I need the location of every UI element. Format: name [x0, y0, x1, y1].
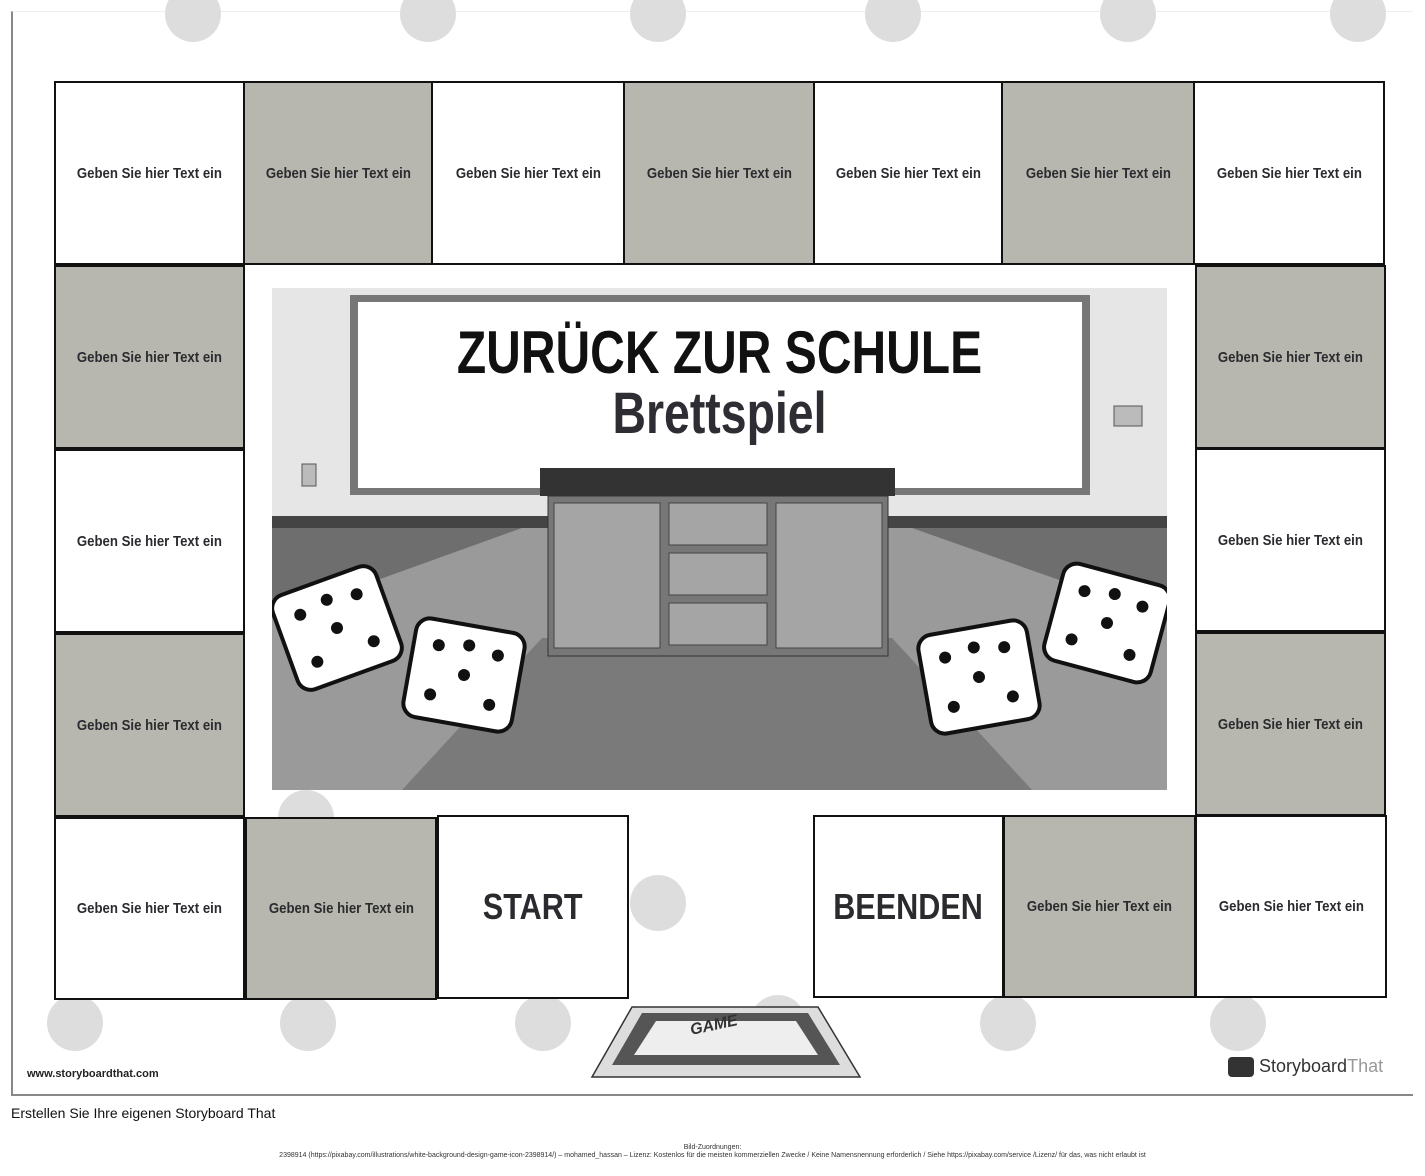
board-space[interactable]: Geben Sie hier Text ein — [623, 81, 815, 265]
background-dot — [280, 995, 336, 1051]
dice-icon — [916, 618, 1042, 736]
board-space[interactable]: Geben Sie hier Text ein — [54, 817, 245, 1000]
space-label: Geben Sie hier Text ein — [268, 900, 414, 917]
website-link[interactable]: www.storyboardthat.com — [27, 1068, 159, 1080]
board-space[interactable]: Geben Sie hier Text ein — [54, 633, 245, 817]
dice-icon — [401, 616, 527, 734]
background-dot — [630, 875, 686, 931]
board-space[interactable]: Geben Sie hier Text ein — [54, 449, 245, 633]
create-link[interactable]: Erstellen Sie Ihre eigenen Storyboard Th… — [11, 1105, 276, 1121]
game-board-icon: GAME — [590, 1005, 862, 1085]
attribution-text: 2398914 (https://pixabay.com/illustratio… — [279, 1152, 1146, 1159]
board-space[interactable]: Geben Sie hier Text ein — [1193, 81, 1385, 265]
board-space[interactable]: Geben Sie hier Text ein — [54, 265, 245, 449]
space-label: Geben Sie hier Text ein — [455, 164, 601, 182]
space-label: Geben Sie hier Text ein — [1217, 348, 1364, 366]
space-label: Geben Sie hier Text ein — [1217, 715, 1364, 733]
space-label: Geben Sie hier Text ein — [1025, 164, 1171, 182]
background-dot — [1210, 995, 1266, 1051]
space-label: Geben Sie hier Text ein — [1217, 531, 1364, 549]
board-title: ZURÜCK ZUR SCHULE — [456, 319, 983, 386]
brand-b: That — [1347, 1056, 1384, 1076]
space-label: Geben Sie hier Text ein — [835, 164, 981, 182]
storyboard-frame — [11, 11, 1413, 1096]
space-label: Geben Sie hier Text ein — [1218, 898, 1364, 915]
board-space[interactable]: Geben Sie hier Text ein — [431, 81, 625, 265]
space-label: Geben Sie hier Text ein — [1216, 164, 1362, 182]
attribution-title: Bild-Zuordnungen: — [683, 1144, 742, 1151]
board-space[interactable]: Geben Sie hier Text ein — [1195, 632, 1386, 816]
space-label: Geben Sie hier Text ein — [76, 532, 223, 550]
space-label: Geben Sie hier Text ein — [76, 164, 223, 182]
dice-icon — [270, 564, 404, 692]
background-dot — [980, 995, 1036, 1051]
board-space[interactable]: Geben Sie hier Text ein — [1001, 81, 1195, 265]
brand-a: Storyboard — [1259, 1056, 1348, 1076]
space-label: Geben Sie hier Text ein — [76, 348, 223, 366]
background-dot — [47, 995, 103, 1051]
space-label: START — [483, 886, 583, 927]
space-label: Geben Sie hier Text ein — [646, 164, 792, 182]
board-space[interactable]: Geben Sie hier Text ein — [54, 81, 245, 265]
space-label: BEENDEN — [833, 885, 984, 927]
board-space[interactable]: Geben Sie hier Text ein — [1003, 815, 1196, 998]
finish-space[interactable]: BEENDEN — [813, 815, 1004, 998]
space-label: Geben Sie hier Text ein — [1026, 898, 1173, 915]
board-space[interactable]: Geben Sie hier Text ein — [243, 81, 433, 265]
board-space[interactable]: Geben Sie hier Text ein — [1195, 265, 1386, 449]
speech-bubble-icon — [1228, 1057, 1254, 1078]
dice-icon — [1042, 561, 1172, 685]
start-space[interactable]: START — [437, 815, 629, 999]
board-space[interactable]: Geben Sie hier Text ein — [245, 817, 437, 1000]
space-label: Geben Sie hier Text ein — [76, 900, 223, 917]
board-space[interactable]: Geben Sie hier Text ein — [1195, 815, 1387, 998]
classroom-scene: ZURÜCK ZUR SCHULE Brettspiel — [270, 288, 1172, 790]
board-subtitle: Brettspiel — [612, 381, 827, 446]
board-space[interactable]: Geben Sie hier Text ein — [1195, 448, 1386, 632]
storyboardthat-logo: StoryboardThat — [1228, 1056, 1384, 1078]
background-dot — [515, 995, 571, 1051]
board-space[interactable]: Geben Sie hier Text ein — [813, 81, 1003, 265]
space-label: Geben Sie hier Text ein — [265, 164, 411, 182]
space-label: Geben Sie hier Text ein — [76, 716, 223, 734]
